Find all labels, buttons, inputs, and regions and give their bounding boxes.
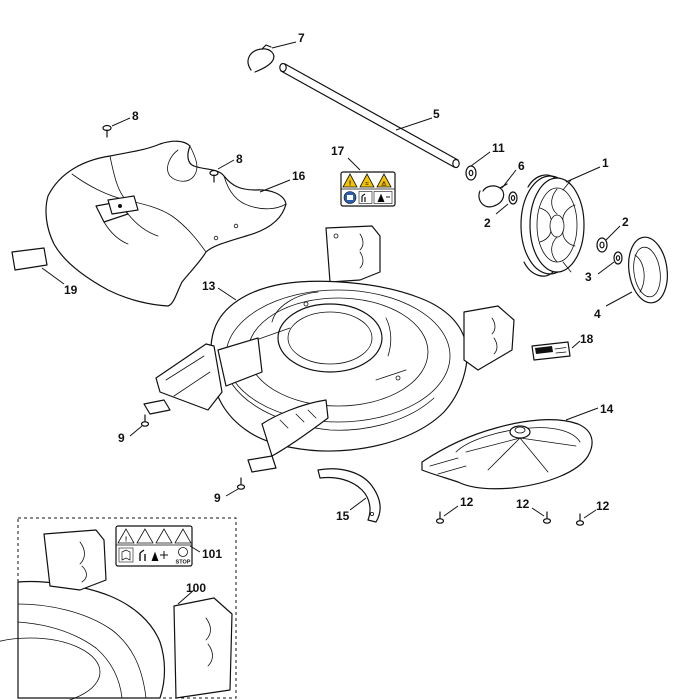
callout-8-b: 8: [236, 152, 243, 166]
callout-3: 3: [585, 270, 592, 284]
callout-13: 13: [202, 279, 216, 293]
svg-text:≈: ≈: [365, 182, 369, 188]
svg-text:!: !: [349, 181, 351, 188]
callout-12-c: 12: [596, 499, 610, 513]
read-manual-icon: [343, 191, 357, 204]
part-12-screw-a: [435, 511, 445, 524]
callout-1: 1: [602, 156, 609, 170]
part-18-label: [531, 341, 571, 361]
svg-text:⚠: ⚠: [381, 181, 387, 188]
callout-14: 14: [600, 402, 614, 416]
callout-12-a: 12: [460, 495, 474, 509]
part-4-hubcap: [628, 236, 668, 304]
keep-bystanders-away-icon: [358, 191, 393, 204]
callout-9-b: 9: [214, 491, 221, 505]
stop-text: STOP: [176, 560, 191, 566]
part-12-screw-b: [542, 511, 552, 524]
part-13-deck: [143, 225, 515, 473]
callout-16: 16: [292, 169, 306, 183]
callout-numbers: 7 5 11 6 1 2 2 3 4 8 8 16 17 19 13 18 14…: [64, 31, 629, 595]
callout-17: 17: [331, 144, 345, 158]
part-8-screw-b: [209, 169, 219, 183]
part-9-screw-a: [140, 414, 150, 427]
callout-18: 18: [580, 332, 594, 346]
part-2-bushing-left: [508, 191, 518, 205]
callout-8-a: 8: [132, 109, 139, 123]
part-9-screw-b: [236, 477, 246, 490]
part-3-nut: [613, 251, 623, 265]
part-1-wheel: [520, 174, 585, 277]
part-14-baffle: [421, 419, 593, 490]
leader-lines: [41, 41, 633, 605]
callout-12-b: 12: [516, 497, 530, 511]
callout-100: 100: [186, 581, 206, 595]
part-15-strip: [317, 468, 381, 523]
callout-5: 5: [433, 107, 440, 121]
part-101-warning-label: ! STOP: [115, 525, 193, 567]
callout-2-right: 2: [622, 215, 629, 229]
callout-9-a: 9: [118, 431, 125, 445]
warning-triangle-icon: ! ≈ ⚠: [342, 173, 392, 188]
callout-6: 6: [518, 159, 525, 173]
part-2-bushing-right: [596, 237, 608, 253]
callout-11: 11: [492, 141, 505, 155]
part-11-washer: [465, 165, 477, 181]
svg-text:!: !: [125, 537, 127, 544]
part-17-warning-label: ! ≈ ⚠: [340, 171, 396, 207]
part-5-axle: [279, 62, 460, 169]
part-12-screw-c: [575, 513, 585, 526]
part-19-plate: [11, 247, 48, 271]
part-8-screw-a: [102, 124, 112, 138]
callout-7: 7: [298, 31, 305, 45]
callout-101: 101: [202, 547, 222, 561]
part-16-rear-cover: [45, 140, 287, 307]
part-7-clip: [247, 44, 275, 73]
callout-15: 15: [336, 509, 350, 523]
callout-19: 19: [64, 283, 78, 297]
callout-2-left: 2: [484, 216, 491, 230]
detail-inset: ! STOP: [0, 517, 237, 700]
callout-4: 4: [594, 307, 601, 321]
